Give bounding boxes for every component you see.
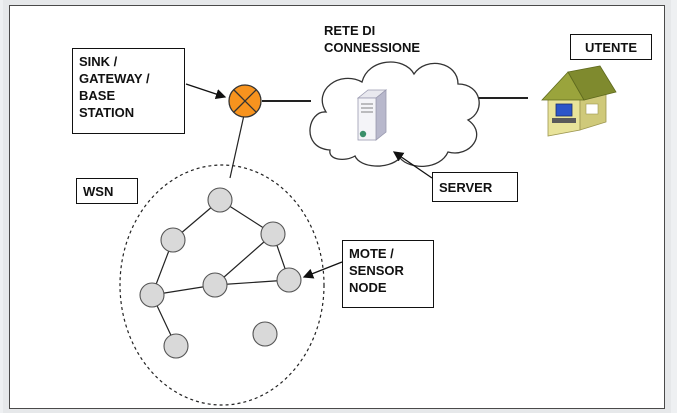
network-cloud-icon — [309, 61, 480, 168]
sensor-node — [207, 187, 233, 213]
sink-label-arrow — [185, 83, 227, 100]
sensor-node — [202, 272, 228, 298]
sink-gateway-icon — [228, 84, 262, 118]
house-computer-icon — [541, 65, 617, 137]
server-label: SERVER — [432, 172, 518, 202]
mote-label-arrow — [302, 261, 343, 279]
utente-label: UTENTE — [570, 34, 652, 60]
sensor-node — [160, 227, 186, 253]
mote-label: MOTE / SENSOR NODE — [342, 240, 434, 308]
sensor-node — [252, 321, 278, 347]
sensor-node — [276, 267, 302, 293]
wsn-boundary — [119, 164, 325, 406]
sink-label: SINK / GATEWAY / BASE STATION — [72, 48, 185, 134]
server-icon — [356, 89, 388, 141]
server-label-arrow — [392, 151, 433, 179]
sink-wsn-link — [229, 114, 245, 179]
rete-label: RETE DI CONNESSIONE — [324, 23, 421, 55]
sensor-node — [163, 333, 189, 359]
sensor-node — [139, 282, 165, 308]
wsn-label: WSN — [76, 178, 138, 204]
sensor-node — [260, 221, 286, 247]
